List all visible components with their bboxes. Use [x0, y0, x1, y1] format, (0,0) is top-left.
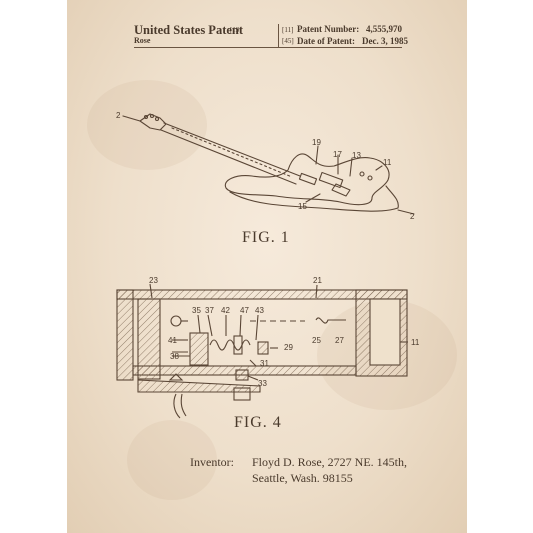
- date-ref: [45]: [282, 37, 294, 45]
- date-label: Date of Patent:: [297, 36, 355, 46]
- patent-number: 4,555,970: [366, 24, 402, 34]
- ref-numeral: 11: [383, 158, 392, 167]
- ref-numeral: 47: [240, 306, 249, 315]
- ref-numeral: 27: [335, 336, 344, 345]
- ref-numeral: 42: [221, 306, 230, 315]
- header-divider: [278, 24, 279, 47]
- ref-numeral: 2: [116, 111, 121, 120]
- patent-date: Dec. 3, 1985: [362, 36, 408, 46]
- patent-sheet: [67, 0, 467, 533]
- patent-number-ref: [11]: [282, 26, 294, 34]
- ref-numeral: 38: [170, 352, 179, 361]
- patent-title: United States Patent: [134, 23, 244, 37]
- inventor-address-line1: Floyd D. Rose, 2727 NE. 145th,: [252, 455, 408, 469]
- inventor-label: Inventor:: [190, 455, 234, 469]
- patent-number-label: Patent Number:: [297, 24, 360, 34]
- title-ref: [19]: [230, 26, 242, 34]
- ref-numeral: 31: [260, 359, 269, 368]
- ref-numeral: 19: [312, 138, 321, 147]
- fig4-caption: FIG. 4: [234, 414, 282, 431]
- ref-numeral: 11: [411, 338, 420, 347]
- ref-numeral: 23: [149, 276, 158, 285]
- ref-numeral: 35: [192, 306, 201, 315]
- ref-numeral: 17: [333, 150, 342, 159]
- ref-numeral: 33: [258, 379, 267, 388]
- inventor-surname: Rose: [134, 36, 151, 45]
- ref-numeral: 25: [312, 336, 321, 345]
- paper-stain: [127, 420, 217, 500]
- ref-numeral: 13: [352, 151, 361, 160]
- ref-numeral: 2: [410, 212, 415, 221]
- ref-numeral: 43: [255, 306, 264, 315]
- ref-numeral: 21: [313, 276, 322, 285]
- ref-numeral: 41: [168, 336, 177, 345]
- ref-numeral: 15: [298, 202, 307, 211]
- header-rule: [134, 47, 402, 48]
- paper-stain: [87, 80, 207, 170]
- ref-numeral: 37: [205, 306, 214, 315]
- fig1-caption: FIG. 1: [242, 229, 290, 246]
- ref-numeral: 29: [284, 343, 293, 352]
- inventor-address-line2: Seattle, Wash. 98155: [252, 471, 353, 485]
